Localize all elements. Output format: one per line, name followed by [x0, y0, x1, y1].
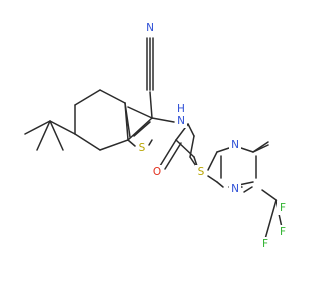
atom-label-background [195, 165, 207, 179]
single-bond [216, 181, 224, 188]
single-bond [207, 175, 218, 183]
atom-label-n-nitrile: N [146, 22, 154, 34]
single-bond [127, 117, 153, 141]
atom-label-background [175, 114, 187, 128]
atom-label-f-bottom: F [262, 238, 268, 250]
atom-label-n-amide: N [177, 115, 185, 127]
single-bond [216, 147, 230, 153]
single-bond [49, 120, 64, 151]
single-bond [240, 147, 254, 153]
single-bond [149, 91, 153, 119]
atom-label-background [277, 225, 289, 239]
single-bond [148, 139, 153, 146]
single-bond [207, 151, 218, 171]
single-bond [187, 123, 195, 137]
single-bond [127, 139, 136, 147]
bond-layer [24, 37, 284, 240]
atom-label-background [175, 102, 187, 116]
single-bond [99, 139, 129, 151]
atom-label-background [229, 182, 241, 196]
double-bond-line [164, 142, 182, 170]
single-bond [74, 133, 101, 151]
atom-label-o-carbonyl: O [153, 166, 161, 178]
atom-label-background [277, 201, 289, 215]
single-bond [99, 89, 126, 104]
single-bond [127, 106, 153, 119]
methyl-bond [252, 141, 269, 153]
single-bond [261, 189, 277, 201]
single-bond [36, 120, 51, 151]
double-bond-inner [133, 121, 151, 137]
single-bond [151, 117, 175, 123]
atom-label-s-thiophene: S [139, 142, 146, 154]
single-bond [189, 156, 197, 167]
single-bond [24, 120, 51, 135]
atom-label-h-amide: H [177, 103, 185, 115]
single-bond [49, 120, 76, 135]
atom-label-n-pyr-top: N [231, 139, 239, 151]
single-bond [264, 199, 277, 240]
atom-label-background [151, 165, 163, 179]
double-bond-inner [243, 186, 253, 193]
single-bond [74, 89, 101, 106]
atom-label-f-right: F [280, 226, 286, 238]
atom-label-n-pyr-bottom: N [231, 183, 239, 195]
atom-label-background [229, 138, 241, 152]
atom-label-background [144, 21, 156, 35]
single-bond [193, 156, 198, 167]
atom-label-f-top: F [280, 202, 286, 214]
atom-label-background [136, 141, 148, 155]
single-bond [124, 102, 129, 141]
double-bond-line [159, 139, 177, 167]
atom-label-background [259, 237, 271, 251]
atom-label-s-thioether: S [198, 166, 205, 178]
single-bond [175, 139, 195, 158]
